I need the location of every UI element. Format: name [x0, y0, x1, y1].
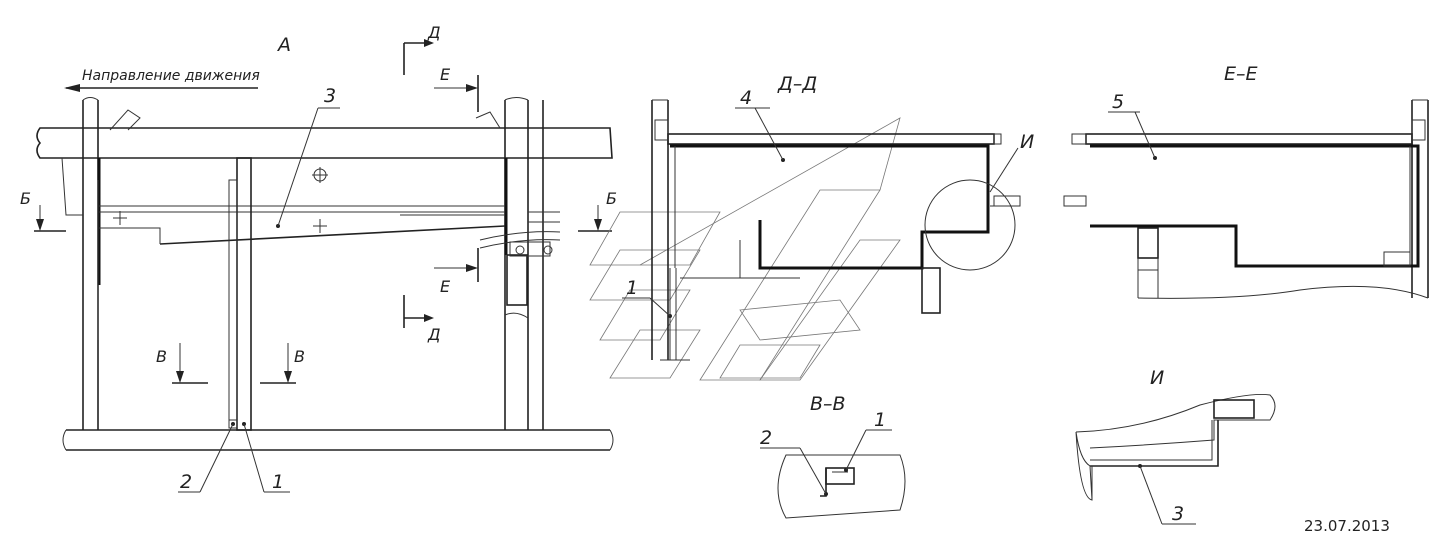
callout-1-vv: 1: [874, 409, 886, 431]
section-mark-b-left: Б: [20, 189, 66, 232]
mark-e-top-label: Е: [440, 65, 451, 84]
callout-1-dd: 1: [626, 277, 638, 299]
mark-v-right-label: В: [294, 347, 305, 366]
view-vv: В–В 2 1: [760, 393, 906, 519]
mark-b-right-label: Б: [606, 189, 617, 208]
direction-label: Направление движения: [82, 68, 260, 84]
view-ee: Е–Е 5: [1063, 63, 1429, 299]
drawing-date: 23.07.2013: [1304, 517, 1390, 535]
section-mark-v-left: В: [156, 343, 208, 384]
callout-3-i: 3: [1172, 503, 1184, 525]
view-a-title: А: [276, 34, 291, 56]
direction-arrow: Направление движения: [64, 68, 260, 92]
view-a: А Направление движения: [20, 23, 617, 493]
mark-i-dd-label: И: [1020, 131, 1034, 153]
mark-d-top-label: Д: [427, 23, 441, 42]
top-beam: [36, 127, 613, 159]
view-dd: Д–Д И 4 1: [622, 73, 1034, 361]
callout-1-a: 1: [272, 471, 284, 493]
background-watermark: [589, 117, 901, 381]
callout-2-vv: 2: [760, 427, 772, 449]
mark-e-bottom-label: Е: [440, 277, 451, 296]
view-vv-title: В–В: [810, 393, 846, 415]
callout-5: 5: [1112, 91, 1124, 113]
view-i: И 3: [1075, 367, 1276, 525]
section-mark-v-right: В: [260, 343, 305, 384]
panel-3: 3: [99, 85, 506, 245]
bottom-beam: [62, 429, 614, 451]
section-mark-b-right: Б: [578, 189, 617, 232]
profile-1-2: 2 1: [178, 157, 290, 493]
section-mark-d-top: Д: [403, 23, 441, 75]
left-post: [61, 97, 141, 430]
callout-2-a: 2: [180, 471, 192, 493]
callout-3-a: 3: [324, 85, 336, 107]
section-mark-e-bottom: Е: [434, 248, 479, 296]
view-i-title: И: [1150, 367, 1164, 389]
view-ee-title: Е–Е: [1224, 63, 1258, 85]
mark-b-left-label: Б: [20, 189, 31, 208]
callout-4: 4: [740, 87, 752, 109]
mark-v-left-label: В: [156, 347, 167, 366]
mark-d-bottom-label: Д: [427, 325, 441, 344]
view-dd-title: Д–Д: [777, 73, 817, 95]
section-mark-d-bottom: Д: [403, 295, 441, 344]
section-mark-e-top: Е: [434, 65, 479, 112]
right-post: [475, 97, 561, 430]
